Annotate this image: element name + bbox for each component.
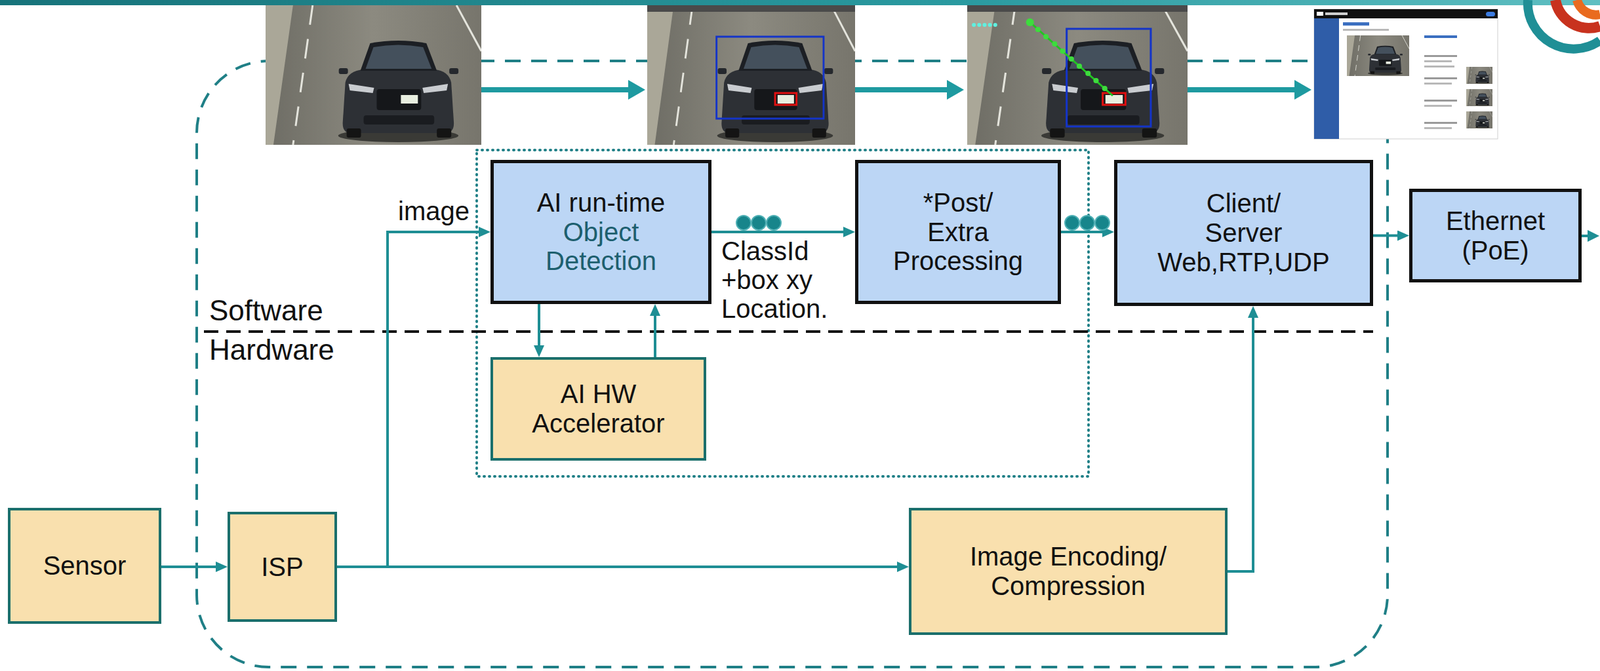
- layer-label: Software: [207, 296, 326, 326]
- track-dot: [1076, 63, 1082, 69]
- dashboard-frame: [1346, 35, 1410, 77]
- dashboard-header: [1314, 9, 1498, 19]
- box-label: Object Detection: [529, 217, 674, 277]
- window-bar: [647, 5, 856, 12]
- dashboard-thumb: [1466, 111, 1493, 129]
- hardware-box: Image Encoding/ Compression: [908, 508, 1228, 636]
- hardware-box: Sensor: [7, 508, 162, 625]
- status-dot: [993, 22, 998, 27]
- ai-group-outline: [476, 150, 1089, 477]
- box-label: ISP: [260, 552, 303, 583]
- corner-ornament: [1555, 0, 1600, 29]
- bounding-box: [1066, 28, 1151, 127]
- layer-divider: [203, 330, 1374, 334]
- edge-label: image: [396, 196, 472, 226]
- dashboard-screen: [1314, 9, 1498, 140]
- box-label: AI HW Accelerator: [529, 379, 669, 439]
- bounding-box: [716, 36, 824, 119]
- connector: [1373, 234, 1403, 238]
- hardware-box: ISP: [227, 512, 338, 623]
- status-dot: [971, 22, 976, 27]
- window-bar: [967, 5, 1188, 12]
- camera-boundary: [196, 60, 1388, 668]
- process-box: Ethernet (PoE): [1409, 188, 1582, 283]
- output-arrowhead: [1587, 230, 1600, 242]
- box-label: Sensor: [43, 551, 127, 581]
- flow-arrowhead: [1294, 80, 1312, 100]
- corner-ornament: [1577, 0, 1600, 16]
- data-dot: [766, 215, 781, 231]
- status-dot: [982, 22, 987, 27]
- dashboard-thumb: [1466, 66, 1493, 84]
- placeholder-line: [1424, 82, 1452, 85]
- data-dot: [1064, 215, 1080, 231]
- connector: [1060, 230, 1108, 234]
- process-box: AI run-timeObject Detection: [490, 160, 712, 305]
- connector: [1227, 312, 1254, 572]
- logo-mark: [1325, 12, 1348, 16]
- edge-label: ClassId +box xy Location.: [719, 236, 839, 324]
- process-box: Client/ Server Web,RTP,UDP: [1114, 160, 1374, 307]
- placeholder-line: [1424, 35, 1458, 39]
- flow-arrow: [1187, 87, 1298, 93]
- layer-label: Hardware: [207, 335, 337, 365]
- flow-arrow: [855, 87, 950, 93]
- dashboard-thumb: [1466, 89, 1493, 107]
- placeholder-line: [1342, 22, 1370, 26]
- detection-frame: [647, 5, 856, 145]
- connector: [337, 565, 903, 569]
- status-dot: [988, 22, 993, 27]
- track-dot: [1051, 41, 1058, 47]
- dashboard-sidebar: [1314, 18, 1340, 140]
- placeholder-line: [1424, 99, 1458, 102]
- track-dot: [1093, 78, 1099, 84]
- status-dot: [977, 22, 981, 27]
- track-dot: [1068, 56, 1075, 62]
- flow-arrowhead: [628, 80, 646, 100]
- track-dot: [1102, 85, 1108, 92]
- placeholder-line: [1424, 65, 1455, 68]
- placeholder-line: [1424, 104, 1452, 107]
- track-dot: [1026, 18, 1035, 27]
- data-dot: [1080, 215, 1095, 231]
- top-band: [0, 0, 1600, 6]
- track-dot: [1060, 48, 1066, 54]
- camera-frame: [265, 5, 482, 145]
- connector: [711, 230, 849, 234]
- box-label: AI run-time: [537, 188, 666, 218]
- box-label: Client/ Server Web,RTP,UDP: [1152, 188, 1336, 277]
- data-dot: [736, 215, 751, 231]
- data-dot: [1095, 215, 1110, 231]
- toggle: [1485, 11, 1496, 17]
- track-line: [1030, 22, 1113, 96]
- connector: [337, 232, 484, 568]
- placeholder-line: [1424, 60, 1452, 63]
- flow-arrow: [481, 87, 631, 93]
- plate-box: [1102, 93, 1126, 105]
- placeholder-line: [1424, 77, 1458, 80]
- box-label: Image Encoding/ Compression: [963, 542, 1174, 602]
- data-dot: [751, 215, 766, 231]
- corner-ornament: [1527, 0, 1600, 50]
- placeholder-line: [1424, 127, 1452, 130]
- hardware-box: AI HW Accelerator: [490, 357, 707, 461]
- box-label: Ethernet (PoE): [1440, 206, 1551, 266]
- logo-mark: [1316, 11, 1324, 16]
- tracking-frame: [967, 5, 1188, 145]
- box-label: *Post/ Extra Processing: [891, 188, 1025, 277]
- connector: [653, 310, 657, 358]
- track-dot: [1035, 26, 1041, 33]
- plate-box: [775, 93, 797, 105]
- process-box: *Post/ Extra Processing: [855, 160, 1061, 305]
- connector: [537, 304, 541, 351]
- connector: [161, 565, 221, 569]
- placeholder-line: [1424, 121, 1458, 124]
- placeholder-line: [1342, 28, 1389, 31]
- flow-arrowhead: [946, 80, 964, 100]
- track-dot: [1085, 70, 1091, 77]
- track-dot: [1043, 34, 1049, 40]
- placeholder-line: [1424, 55, 1458, 58]
